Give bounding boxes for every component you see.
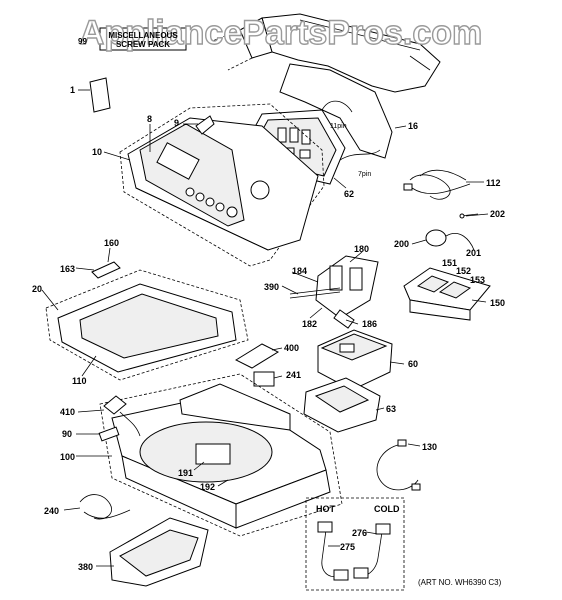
booklet [89, 77, 111, 113]
motor-controller [317, 329, 393, 391]
label-276: 276 [352, 528, 367, 538]
label-cold: COLD [374, 504, 400, 514]
backsplash-cover [209, 13, 441, 159]
label-90: 90 [62, 429, 72, 439]
label-380: 380 [78, 562, 93, 572]
dispenser [403, 267, 491, 321]
label-191: 191 [178, 468, 193, 478]
inverter-board [303, 377, 381, 433]
label-163: 163 [60, 264, 75, 274]
label-62: 62 [344, 189, 354, 199]
misc-box-line1: MISCELLANEOUS [108, 31, 178, 40]
part-labels: 1 8 9 10 16 62 11pin 7pin 112 202 200 20… [32, 85, 505, 572]
label-400: 400 [284, 343, 299, 353]
lid [45, 269, 249, 381]
label-10: 10 [92, 147, 102, 157]
label-151: 151 [442, 258, 457, 268]
switch-part [195, 115, 215, 135]
label-63: 63 [386, 404, 396, 414]
misc-box-line2: SCREW PACK [116, 40, 170, 49]
label-110: 110 [72, 376, 87, 386]
rear-panel [109, 517, 209, 587]
art-number: (ART NO. WH6390 C3) [418, 578, 502, 587]
label-1: 1 [70, 85, 75, 95]
label-192: 192 [200, 482, 215, 492]
label-153: 153 [470, 275, 485, 285]
label-150: 150 [490, 298, 505, 308]
label-160: 160 [104, 238, 119, 248]
label-202: 202 [490, 209, 505, 219]
label-241: 241 [286, 370, 301, 380]
misc-box-ref: 99 [78, 37, 87, 46]
label-7pin: 7pin [358, 171, 371, 178]
inlet-hose [376, 439, 421, 491]
label-60: 60 [408, 359, 418, 369]
pressure-switch [425, 213, 479, 251]
label-100: 100 [60, 452, 75, 462]
label-152: 152 [456, 266, 471, 276]
label-11pin: 11pin [330, 123, 347, 130]
label-200: 200 [394, 239, 409, 249]
label-390: 390 [264, 282, 279, 292]
top-cover [99, 373, 343, 537]
wiring-harness [79, 494, 131, 520]
misc-screw-pack-box [99, 27, 187, 51]
leader-lines [41, 89, 489, 567]
label-8: 8 [147, 114, 152, 124]
label-240: 240 [44, 506, 59, 516]
label-182: 182 [302, 319, 317, 329]
watermark: AppliancePartsPros.com [80, 14, 482, 52]
control-panel [119, 103, 325, 267]
label-180: 180 [354, 244, 369, 254]
label-275: 275 [340, 542, 355, 552]
label-410: 410 [60, 407, 75, 417]
label-9: 9 [174, 118, 179, 128]
label-201: 201 [466, 248, 481, 258]
part-241 [253, 371, 275, 387]
lid-switch [98, 395, 141, 442]
label-16: 16 [408, 121, 418, 131]
label-184: 184 [292, 266, 307, 276]
label-130: 130 [422, 442, 437, 452]
label-186: 186 [362, 319, 377, 329]
water-valve [289, 255, 379, 329]
lid-hinge [91, 261, 121, 279]
wire-harness [403, 169, 471, 200]
fill-hoses [305, 497, 405, 591]
label-20: 20 [32, 284, 42, 294]
label-112: 112 [486, 178, 501, 188]
label-hot: HOT [316, 504, 336, 514]
lid-lock [234, 343, 280, 369]
